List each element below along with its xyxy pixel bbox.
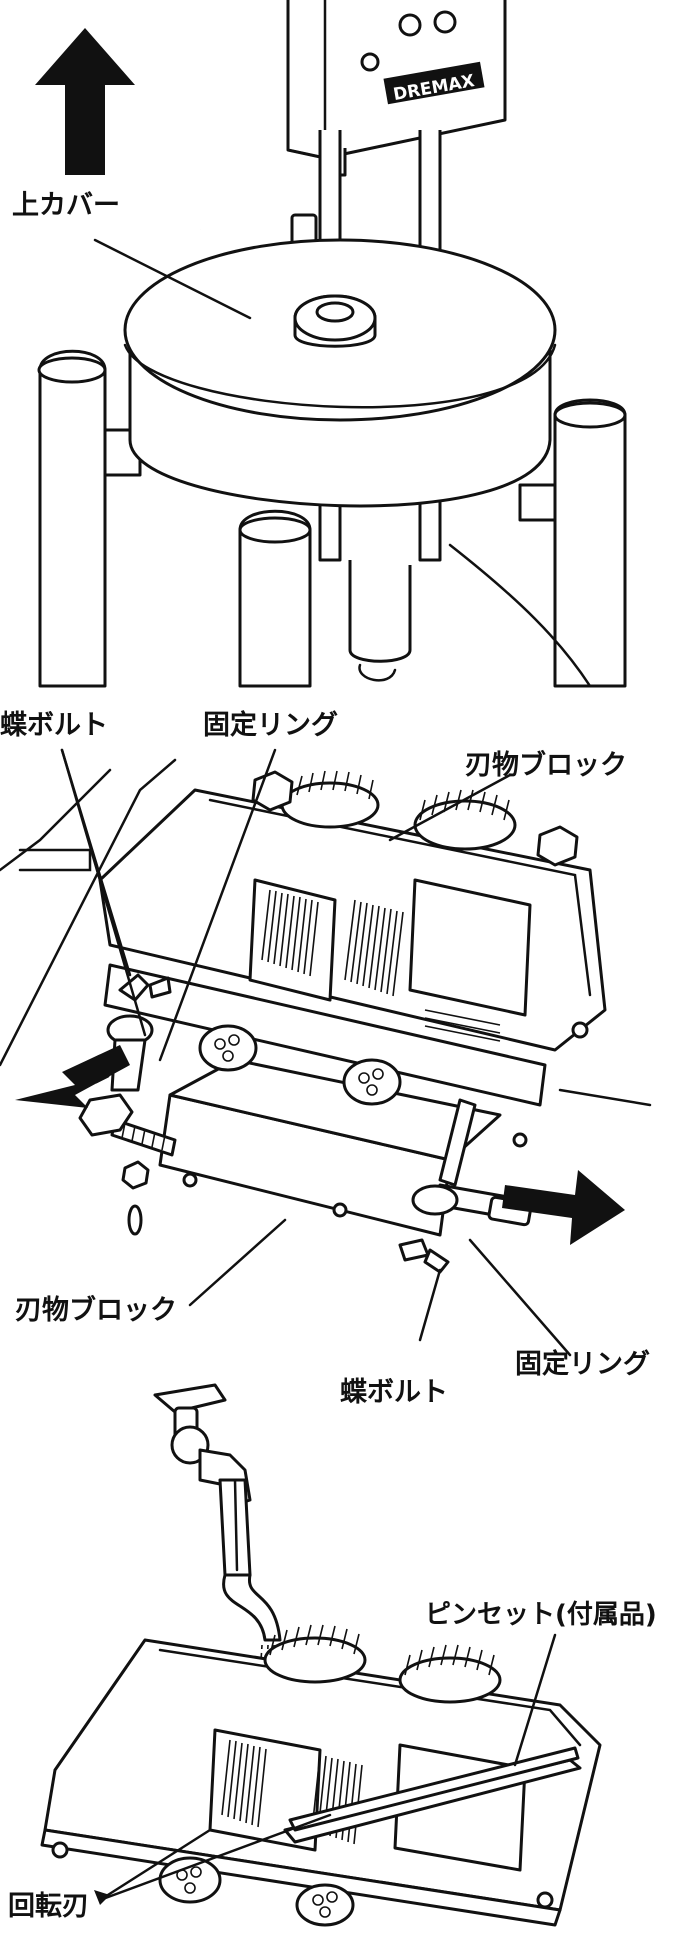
comb-blades-mid: [261, 889, 501, 1042]
fixing-ring-label-left: 固定リング: [203, 710, 338, 741]
cover-label: 上カバー: [12, 190, 120, 221]
gear-left: [280, 770, 380, 829]
middle-panel: [0, 748, 652, 1357]
fixing-ring-label-right: 固定リング: [515, 1349, 650, 1380]
blade-block-label-left: 刃物ブロック: [15, 1295, 177, 1326]
blade-block-label-right: 刃物ブロック: [465, 750, 627, 781]
rotary-blade-label: 回転刃: [8, 1891, 89, 1922]
arrow-down-left-icon: [15, 1045, 130, 1108]
top-panel: DREMAX: [35, 0, 627, 688]
wing-bolt-label-left: 蝶ボルト: [0, 710, 108, 741]
arrow-up-icon: [35, 28, 135, 175]
bottom-panel: [40, 1383, 602, 1927]
faucet: [153, 1383, 282, 1642]
wing-bolt-label-right: 蝶ボルト: [340, 1377, 448, 1408]
arrow-right-icon: [502, 1170, 625, 1245]
control-box: DREMAX: [286, 0, 507, 177]
tweezers-label: ピンセット(付属品): [425, 1600, 657, 1630]
